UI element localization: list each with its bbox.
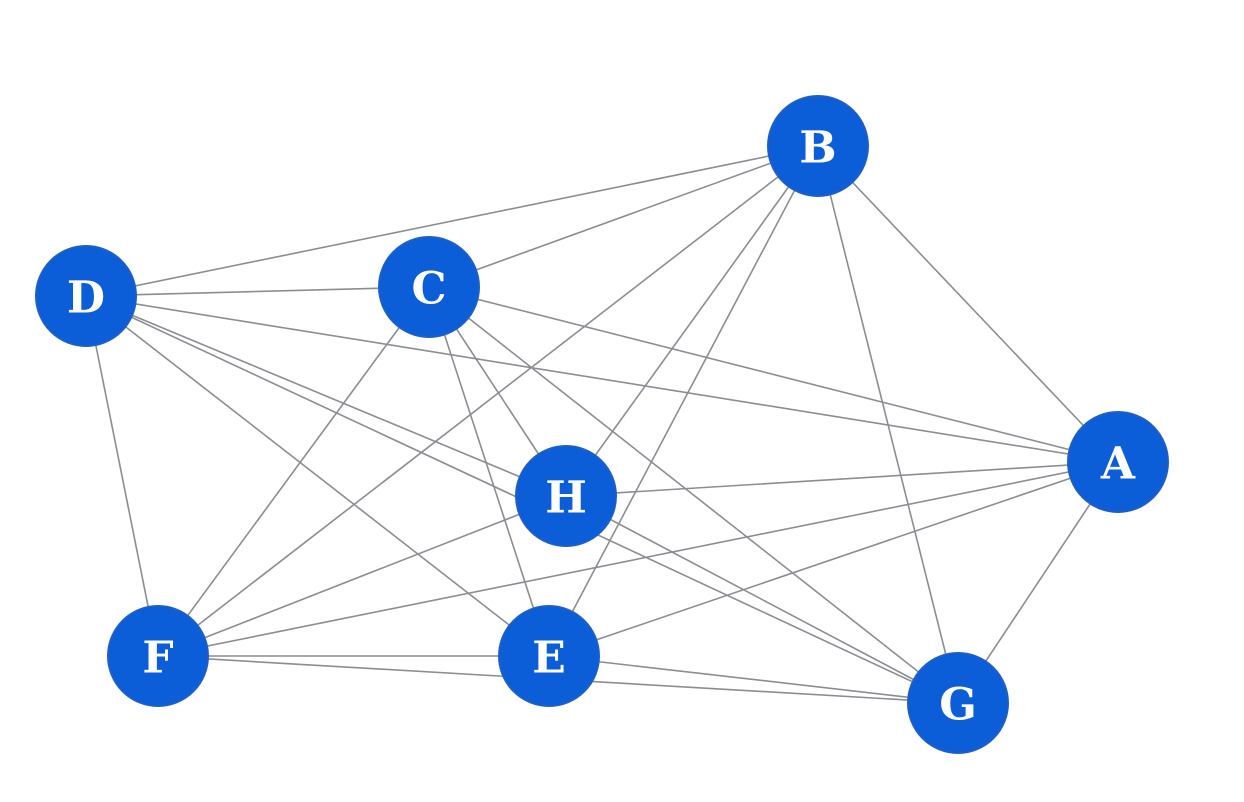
edge-b-f (157, 145, 819, 657)
edge-c-a (428, 286, 1119, 463)
node-h-circle (515, 445, 617, 547)
node-a-circle (1067, 411, 1169, 513)
edge-d-c (85, 286, 430, 297)
edge-c-e (428, 286, 550, 657)
node-d-label: D (67, 273, 105, 324)
edge-b-h (565, 145, 819, 497)
node-d: D (35, 245, 137, 347)
node-b-circle (767, 95, 869, 197)
edge-layer (85, 145, 1119, 704)
edge-c-f (157, 286, 430, 657)
edge-h-f (157, 495, 567, 657)
edge-h-g (565, 495, 959, 704)
edge-a-e (548, 461, 1119, 657)
node-g-circle (907, 652, 1009, 754)
edge-d-a (85, 295, 1119, 463)
node-e-label: E (532, 633, 566, 684)
node-c-label: C (411, 264, 446, 315)
node-layer: A B C D E F G H (35, 95, 1169, 754)
node-e-circle (498, 605, 600, 707)
node-e: E (498, 605, 600, 707)
edge-b-e (548, 145, 819, 657)
edge-e-g (548, 655, 959, 704)
node-g-label: G (939, 680, 977, 731)
node-g: G (907, 652, 1009, 754)
edge-b-g (817, 145, 959, 704)
node-h: H (515, 445, 617, 547)
node-f-label: F (142, 633, 173, 684)
node-a-label: A (1100, 439, 1136, 490)
node-a: A (1067, 411, 1169, 513)
edge-b-a (817, 145, 1119, 463)
edge-d-e (85, 295, 550, 657)
edge-a-f (157, 461, 1119, 657)
node-b-label: B (799, 123, 836, 174)
edge-a-h (565, 461, 1119, 497)
node-d-circle (35, 245, 137, 347)
node-b: B (767, 95, 869, 197)
edge-d-f (85, 295, 159, 657)
edge-d-b (85, 145, 819, 297)
node-c-circle (378, 236, 480, 338)
node-h-label: H (545, 473, 587, 524)
edge-c-g (428, 286, 959, 704)
node-f-circle (107, 605, 209, 707)
node-c: C (378, 236, 480, 338)
edge-c-b (428, 145, 819, 288)
node-f: F (107, 605, 209, 707)
